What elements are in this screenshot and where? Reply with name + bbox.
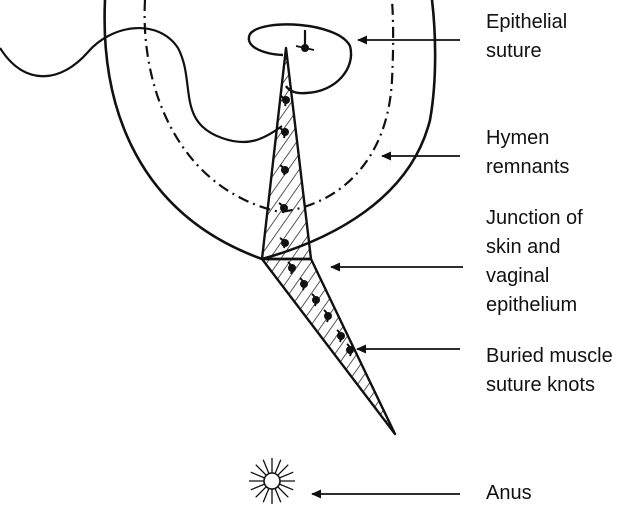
label-buried-knots: Buried muscle suture knots xyxy=(486,342,613,400)
label-junction-line4: epithelium xyxy=(486,294,578,316)
label-buried-knots-line2: suture knots xyxy=(486,374,595,396)
epithelial-suture-loop xyxy=(247,23,353,95)
label-junction-line1: Junction of xyxy=(486,207,583,229)
label-epithelial-suture: Epithelial suture xyxy=(486,8,567,66)
leader-arrows xyxy=(311,35,463,499)
label-junction-line3: vaginal xyxy=(486,265,550,287)
suture-knot xyxy=(301,44,309,52)
label-hymen-remnants-line1: Hymen xyxy=(486,127,550,149)
label-epithelial-suture-line2: suture xyxy=(486,40,542,62)
hymen-remnants-line xyxy=(143,0,395,214)
label-anus: Anus xyxy=(486,479,532,508)
label-hymen-remnants-line2: remnants xyxy=(486,156,570,178)
label-junction-line2: skin and xyxy=(486,236,561,258)
perineal-skin-wound xyxy=(260,257,397,436)
buried-knots xyxy=(278,95,354,357)
label-junction: Junction of skin and vaginal epithelium xyxy=(486,204,583,320)
label-anus-line1: Anus xyxy=(486,482,532,504)
label-epithelial-suture-line1: Epithelial xyxy=(486,11,568,33)
anus-symbol xyxy=(249,458,295,504)
label-hymen-remnants: Hymen remnants xyxy=(486,124,569,182)
label-buried-knots-line1: Buried muscle xyxy=(486,345,613,367)
vaginal-wound-wedge xyxy=(260,46,313,261)
introitus-outline xyxy=(103,0,437,261)
suture-thread xyxy=(0,26,283,144)
